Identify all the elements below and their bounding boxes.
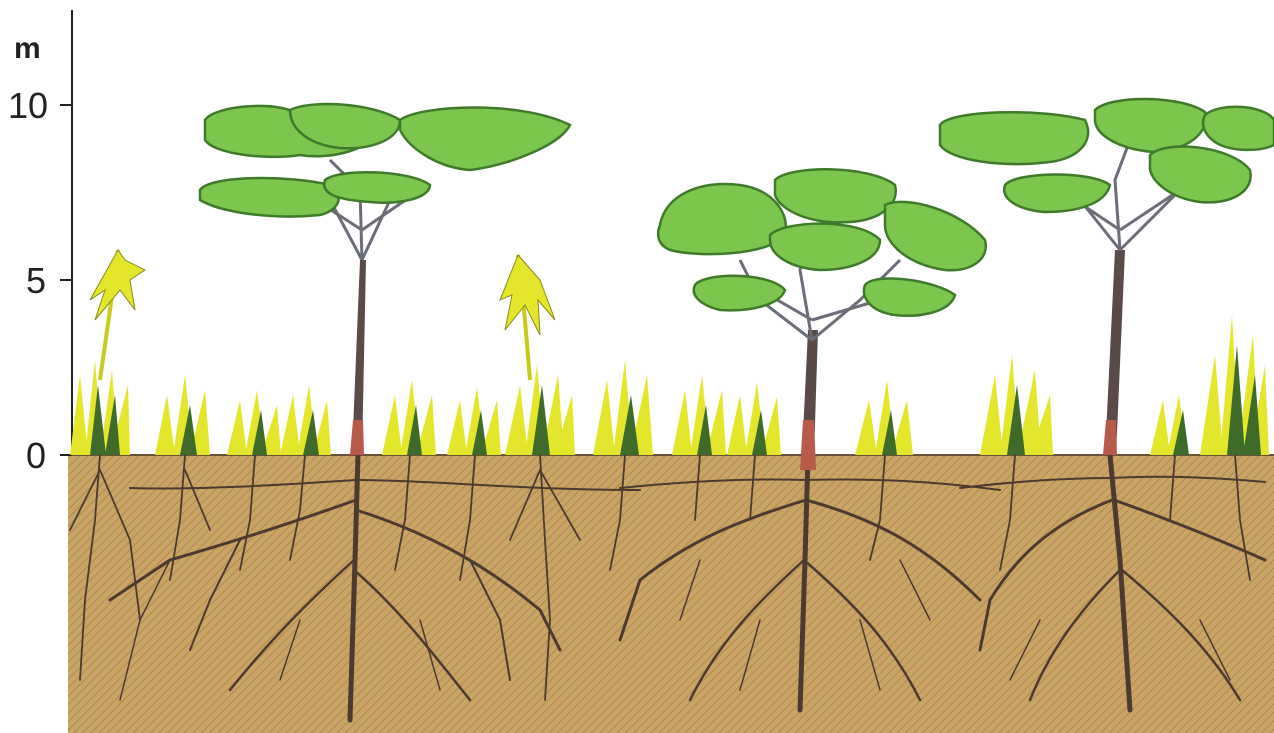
tree-3-trunk-base [1103,420,1117,455]
grass-tuft-7 [505,365,575,455]
tree-1-canopy [200,104,570,217]
grass-tuft-10 [727,383,781,455]
grass-tufts [70,315,1269,455]
tick-label-0: 0 [26,435,46,476]
grass-tuft-9 [672,375,726,455]
grass-tuft-5 [382,380,436,455]
grass-tuft-6 [447,387,501,455]
tree-2-trunk-base [800,420,816,470]
grass-tuft-3 [227,390,281,455]
grass-tuft-11 [855,380,913,455]
height-axis: m 10 5 0 [8,10,72,476]
tick-label-5: 5 [26,260,46,301]
tree-2-canopy [658,169,986,315]
tick-label-10: 10 [8,85,48,126]
grass-tuft-4 [280,385,331,455]
tall-grass-stalks [90,250,555,380]
grass-tuft-8 [593,360,653,455]
grass-tuft-2 [155,375,210,455]
tree-1-trunk-base [350,420,364,455]
soil-layer [68,455,1274,733]
tall-grass-stalk-2 [500,255,555,380]
axis-unit-label: m [14,32,41,65]
tree-3-canopy [940,99,1274,212]
grass-tuft-12 [980,355,1053,455]
grass-tuft-13 [1150,395,1189,455]
grass-tuft-14 [1200,315,1269,455]
tall-grass-stalk-1 [90,250,145,380]
